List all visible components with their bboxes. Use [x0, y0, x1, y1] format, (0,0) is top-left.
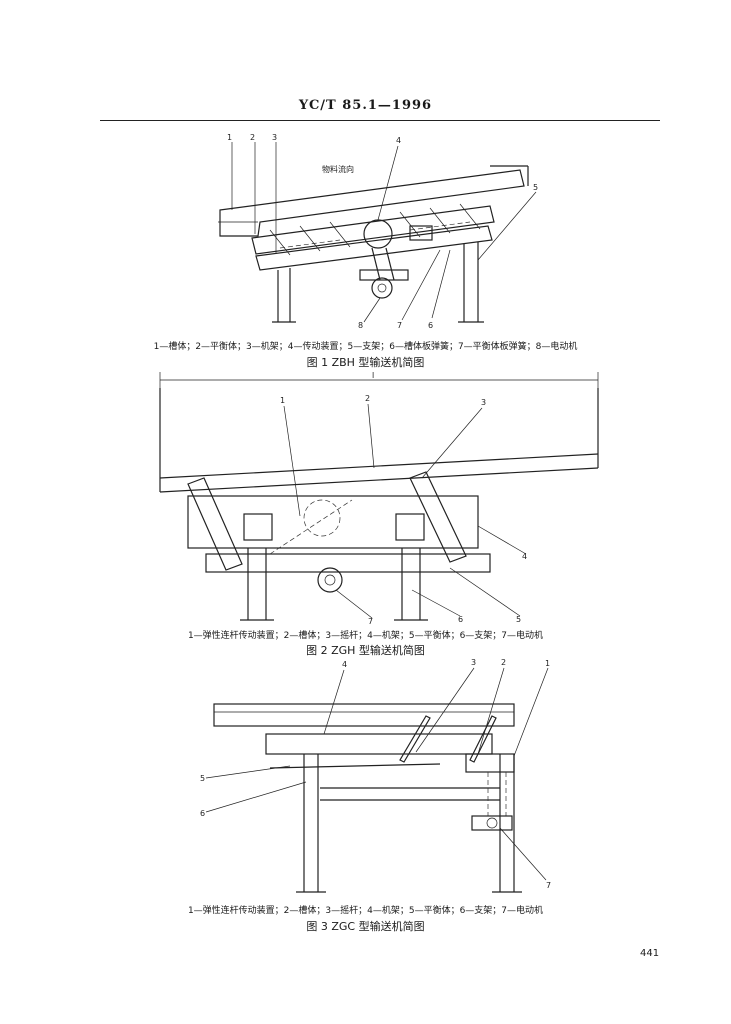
fig2-dim-label: l	[372, 371, 374, 380]
fig1-motor	[371, 277, 393, 299]
fig2-num-7: 7	[368, 617, 373, 626]
fig2-num-5: 5	[516, 615, 521, 624]
fig2-leaders	[283, 403, 527, 619]
fig1-num-4: 4	[396, 136, 401, 145]
fig3-num-3: 3	[471, 658, 476, 667]
fig2-drive	[243, 499, 425, 555]
fig2-trough	[159, 388, 599, 493]
fig3-leaders	[205, 667, 549, 881]
fig1-num-3: 3	[272, 133, 277, 142]
figure-1-drawing: 1 2 3 4 5 6 7 8 物料流向	[218, 133, 538, 330]
figure-1-legend: 1—槽体；2—平衡体；3—机架；4—传动装置；5—支架；6—槽体板弹簧；7—平衡…	[153, 342, 578, 352]
fig3-frame	[265, 733, 500, 801]
figure-1-caption: 图 1 ZBH 型输送机简图	[306, 356, 425, 369]
fig3-num-1: 1	[545, 659, 550, 668]
fig2-frame	[187, 495, 491, 573]
fig1-flow-label: 物料流向	[322, 164, 354, 174]
fig1-num-5: 5	[533, 183, 538, 192]
fig3-legs	[296, 754, 522, 893]
fig1-num-1: 1	[227, 133, 232, 142]
fig3-drive	[465, 753, 515, 816]
fig3-motor	[471, 815, 513, 831]
fig2-rockers	[187, 471, 467, 571]
fig2-num-2: 2	[365, 394, 370, 403]
fig1-support-legs	[272, 242, 484, 323]
header-rule	[100, 120, 660, 121]
fig3-num-5: 5	[200, 774, 205, 783]
fig1-num-2: 2	[250, 133, 255, 142]
fig2-num-4: 4	[522, 552, 527, 561]
fig2-num-1: 1	[280, 396, 285, 405]
figure-3-drawing: 1 2 3 4 5 6 7	[200, 658, 551, 893]
fig1-balance-body	[251, 205, 495, 271]
fig1-trough	[218, 165, 529, 237]
fig2-num-3: 3	[481, 398, 486, 407]
fig1-num-6: 6	[428, 321, 433, 330]
fig2-motor	[317, 567, 343, 593]
document-header: YC/T 85.1—1996	[298, 98, 433, 113]
fig3-num-6: 6	[200, 809, 205, 818]
figure-3-caption: 图 3 ZGC 型输送机简图	[306, 920, 425, 933]
fig2-dimension	[159, 372, 599, 388]
figure-2-drawing: l	[159, 371, 599, 626]
fig3-num-2: 2	[501, 658, 506, 667]
fig2-num-6: 6	[458, 615, 463, 624]
fig2-legs	[240, 548, 428, 621]
figure-3-legend: 1—弹性连杆传动装置；2—槽体；3—摇杆；4—机架；5—平衡体；6—支架；7—电…	[187, 906, 544, 916]
fig3-num-4: 4	[342, 660, 347, 669]
figure-2-caption: 图 2 ZGH 型输送机简图	[306, 644, 425, 657]
fig1-drive	[359, 219, 433, 281]
fig1-num-7: 7	[397, 321, 402, 330]
fig3-trough	[213, 703, 515, 727]
page-number: 441	[640, 948, 660, 959]
fig3-rockers	[399, 715, 497, 763]
fig1-num-8: 8	[358, 321, 363, 330]
figure-2-legend: 1—弹性连杆传动装置；2—槽体；3—摇杆；4—机架；5—平衡体；6—支架；7—电…	[187, 631, 544, 641]
fig1-leaders	[231, 142, 537, 323]
fig1-leaf-springs	[269, 203, 481, 256]
fig3-num-7: 7	[546, 881, 551, 890]
